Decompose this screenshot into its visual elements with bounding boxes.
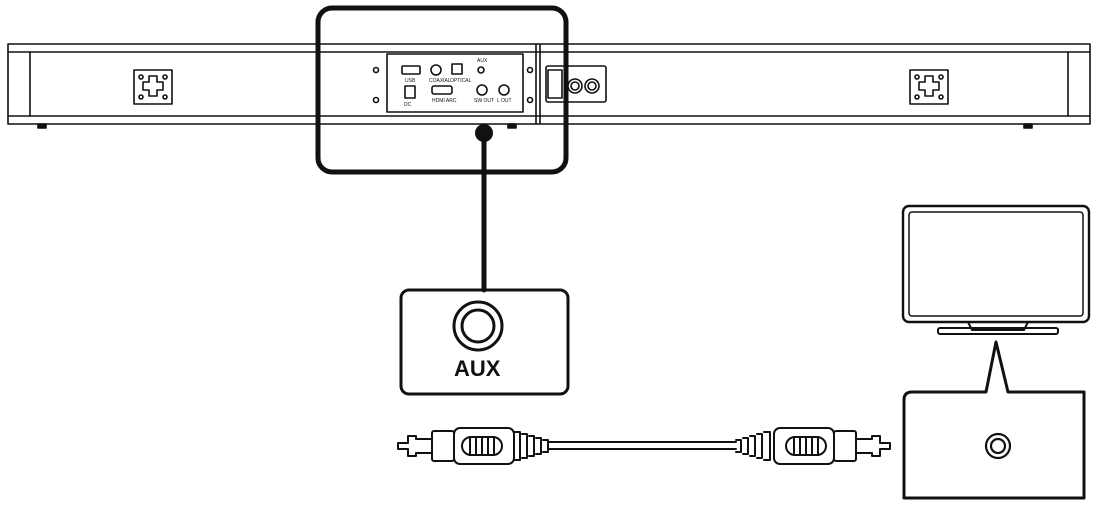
- tv-stand: [937, 327, 1059, 335]
- soundbar-foot: [37, 123, 47, 129]
- plug-left-icon: [397, 427, 549, 465]
- tv-screen-frame: [901, 204, 1091, 324]
- tv-aux-jack-icon: [984, 432, 1012, 460]
- aux-callout: AUX: [399, 288, 570, 396]
- coaxial-label: COAXIAL: [429, 78, 451, 84]
- dc-port-icon: [404, 85, 416, 99]
- aux-callout-label: AUX: [454, 356, 501, 381]
- screw-icon: [372, 96, 380, 104]
- wall-mount-bracket-right: [909, 69, 949, 105]
- hdmi-port-icon: [431, 85, 453, 95]
- control-module: [545, 65, 607, 103]
- optical-label: OPTICAL: [450, 78, 472, 84]
- wall-mount-bracket-left: [133, 69, 173, 105]
- aux-port-icon: [477, 66, 485, 74]
- soundbar-outline: [7, 43, 1091, 125]
- plug-right-icon: [735, 427, 891, 465]
- aux-cable: [397, 427, 891, 465]
- tv-jack-callout: [902, 340, 1086, 500]
- aux-jack-icon: [452, 300, 504, 352]
- tv: [901, 204, 1091, 335]
- sw-out-label: SW OUT: [474, 98, 494, 104]
- sw-out-port-icon: [476, 84, 488, 96]
- aux-port-label: AUX: [477, 58, 488, 64]
- screw-icon: [526, 96, 534, 104]
- port-panel: USB COAXIAL OPTICAL AUX DC HDMI ARC SW O…: [372, 53, 534, 113]
- usb-port-icon: [401, 65, 421, 75]
- screw-icon: [372, 66, 380, 74]
- usb-label: USB: [405, 78, 416, 84]
- highlight-frame: [315, 5, 569, 175]
- soundbar: USB COAXIAL OPTICAL AUX DC HDMI ARC SW O…: [7, 43, 1091, 129]
- screw-icon: [526, 66, 534, 74]
- coaxial-port-icon: [430, 64, 442, 76]
- l-out-label: L OUT: [497, 98, 512, 104]
- soundbar-foot: [507, 123, 517, 129]
- tv-screen: [908, 211, 1084, 317]
- hdmi-label: HDMI ARC: [432, 98, 457, 104]
- optical-port-icon: [451, 63, 463, 75]
- dc-label: DC: [404, 102, 412, 108]
- soundbar-foot: [1023, 123, 1033, 129]
- l-out-port-icon: [498, 84, 510, 96]
